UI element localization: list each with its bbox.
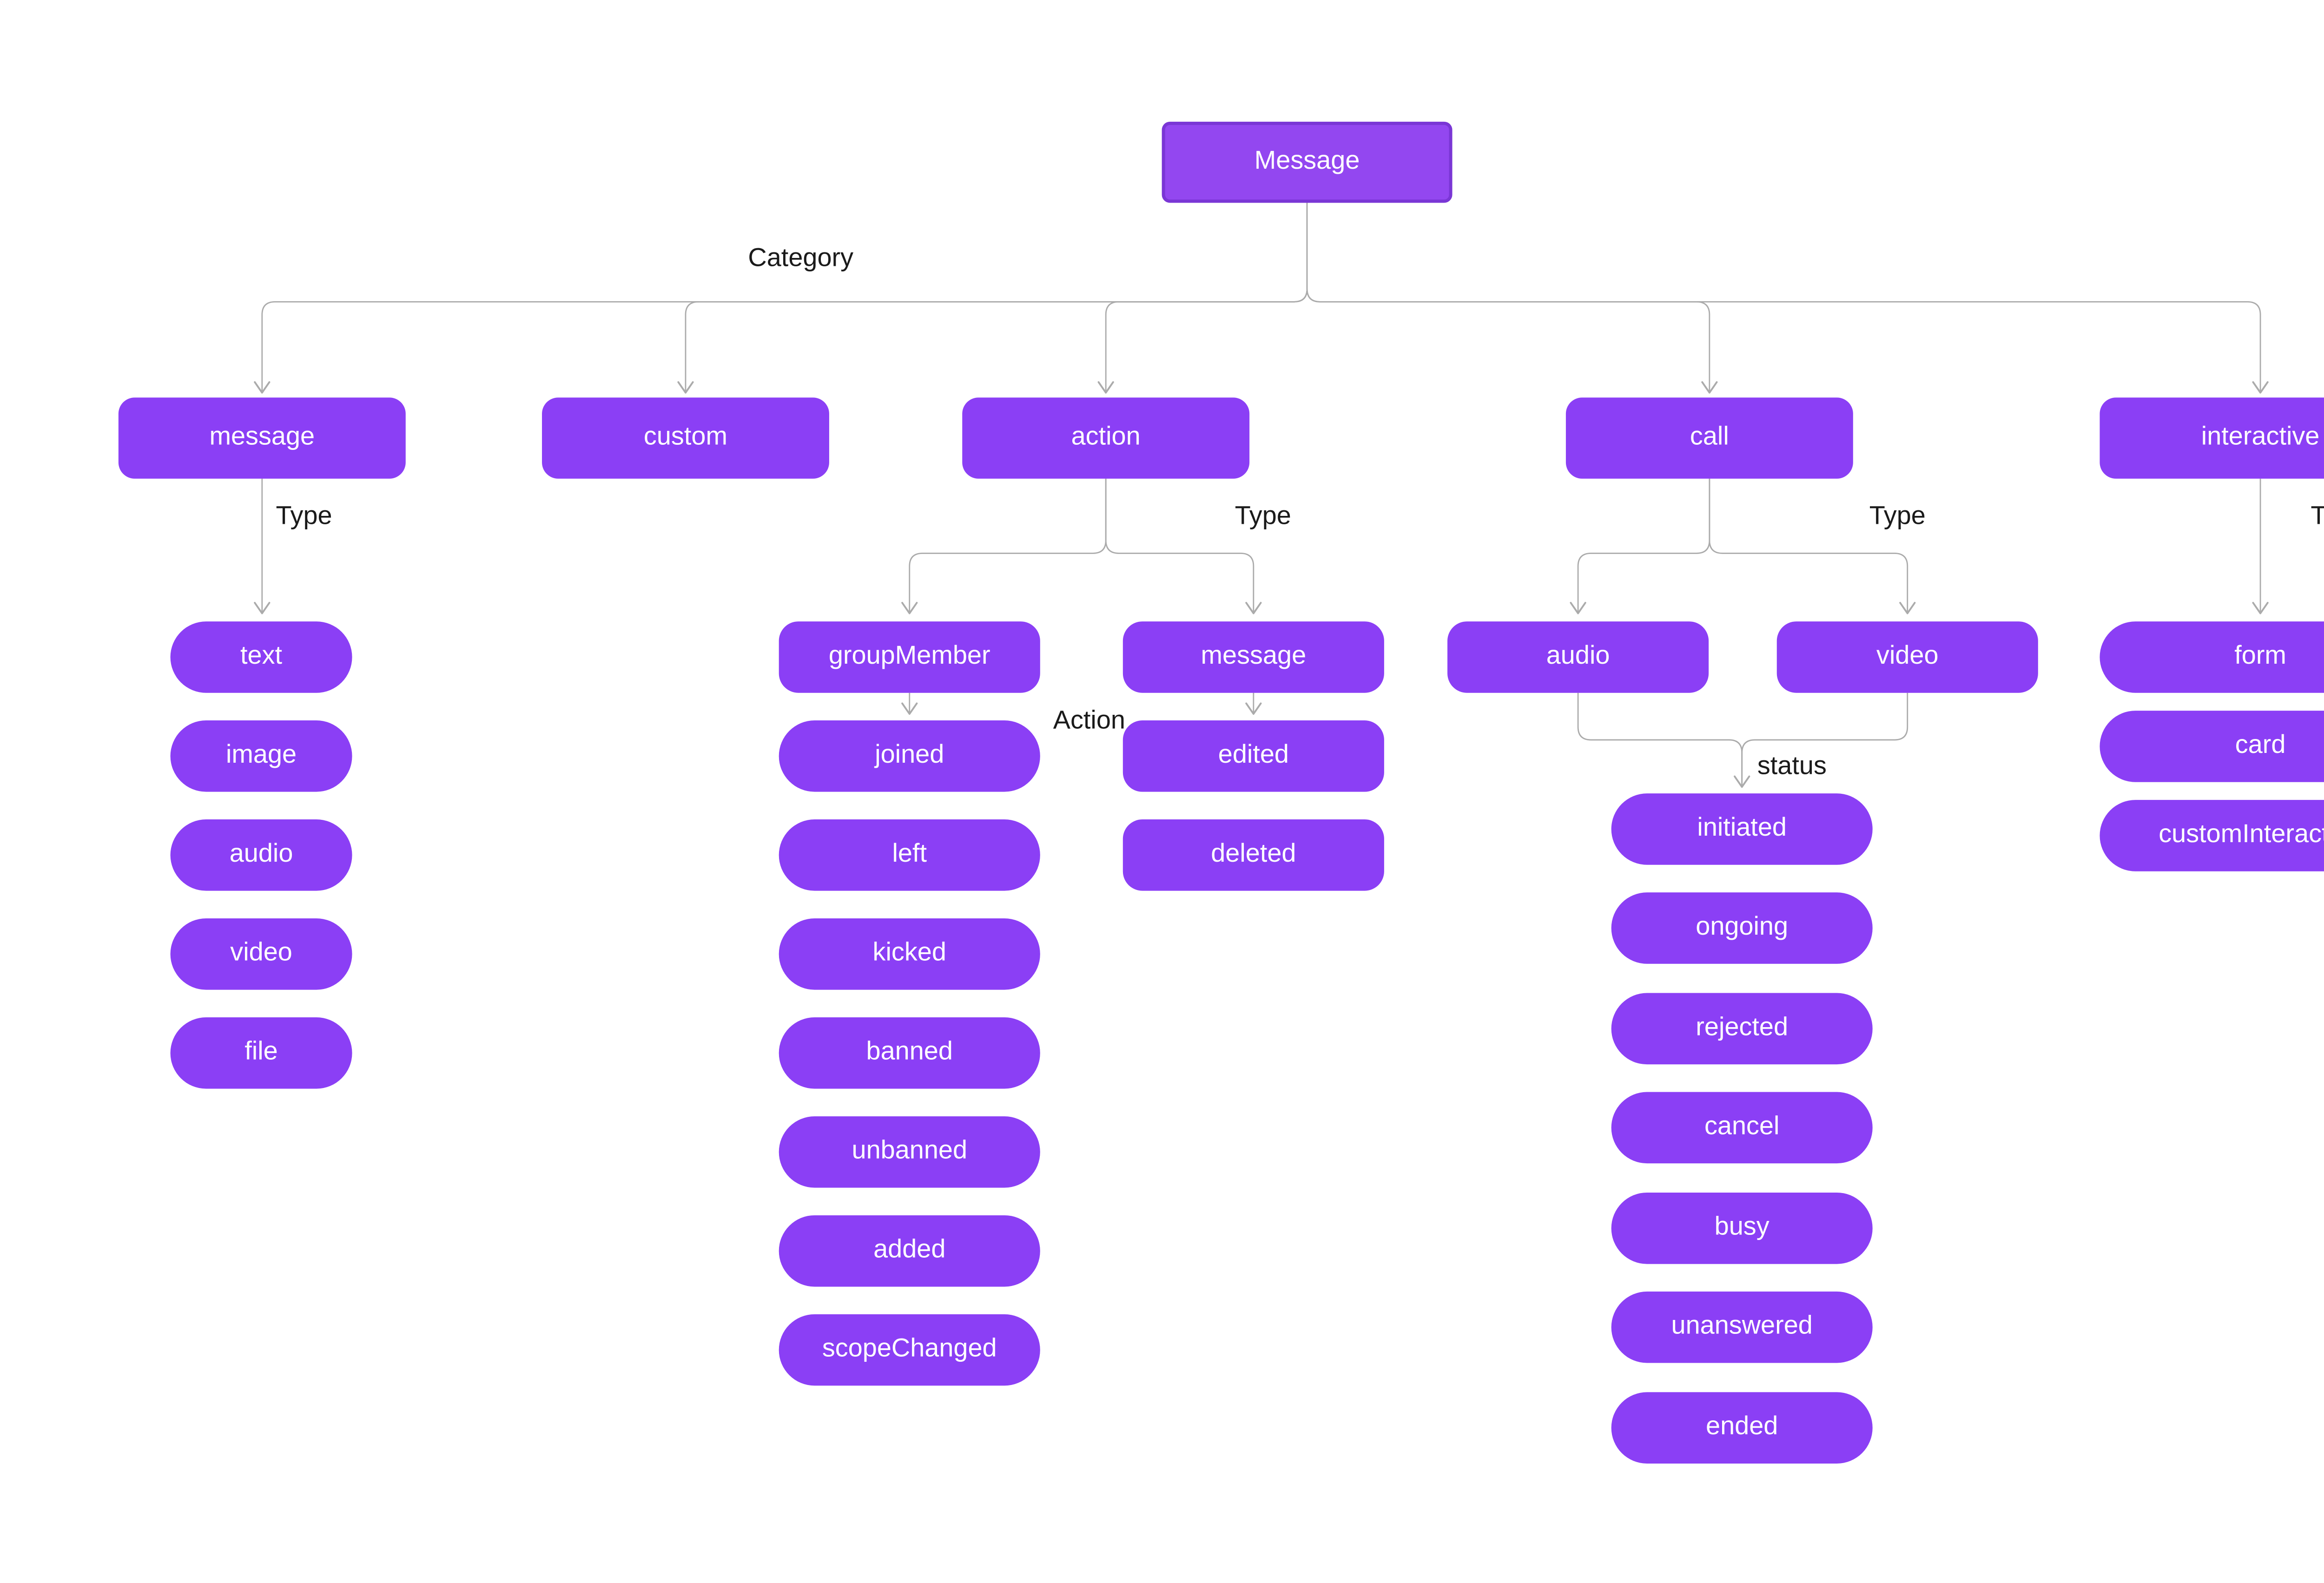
node-call: call xyxy=(1565,397,1853,479)
edge-label-type-action: Type xyxy=(1235,503,1291,531)
arrowhead-icon xyxy=(901,602,918,614)
node-ongoing: ongoing xyxy=(1611,892,1873,964)
edge-call-to-callAudio xyxy=(1577,478,1710,613)
node-actionMessage: message xyxy=(1122,621,1384,693)
arrowhead-icon xyxy=(254,381,271,394)
edge-root-to-message xyxy=(261,203,1308,393)
node-unbanned: unbanned xyxy=(779,1116,1040,1188)
node-callAudio: audio xyxy=(1447,621,1709,693)
node-file: file xyxy=(170,1017,352,1089)
node-ended: ended xyxy=(1611,1392,1873,1464)
node-edited: edited xyxy=(1122,720,1384,792)
arrowhead-icon xyxy=(677,381,694,394)
edge-callVideo-to-initiated xyxy=(1741,693,1908,787)
node-added: added xyxy=(779,1215,1040,1287)
arrowhead-icon xyxy=(1734,775,1750,788)
edge-root-to-interactive xyxy=(1306,203,2261,393)
edge-callAudio-to-initiated xyxy=(1577,693,1743,787)
arrowhead-icon xyxy=(2252,381,2269,394)
edge-label-type-message: Type xyxy=(276,503,332,531)
edge-label-status: status xyxy=(1757,752,1827,781)
arrowhead-icon xyxy=(1570,602,1586,614)
node-deleted: deleted xyxy=(1122,819,1384,891)
node-root: Message xyxy=(1162,121,1452,203)
node-rejected: rejected xyxy=(1611,993,1873,1065)
edge-action-to-groupMember xyxy=(909,478,1107,613)
arrowhead-icon xyxy=(254,602,271,614)
node-initiated: initiated xyxy=(1611,793,1873,865)
node-callVideo: video xyxy=(1776,621,2038,693)
edge-root-to-call xyxy=(1306,203,1710,393)
node-text: text xyxy=(170,621,352,693)
node-image: image xyxy=(170,720,352,792)
arrowhead-icon xyxy=(901,702,918,715)
node-card: card xyxy=(2100,711,2324,782)
node-groupMember: groupMember xyxy=(779,621,1040,693)
edge-action-to-actionMessage xyxy=(1105,478,1254,613)
edge-call-to-callVideo xyxy=(1709,478,1908,613)
node-action: action xyxy=(962,397,1250,479)
arrowhead-icon xyxy=(1899,602,1916,614)
node-unanswered: unanswered xyxy=(1611,1291,1873,1363)
arrowhead-icon xyxy=(1701,381,1718,394)
node-kicked: kicked xyxy=(779,918,1040,990)
node-joined: joined xyxy=(779,720,1040,792)
node-interactive: interactive xyxy=(2100,397,2324,479)
edge-label-category: Category xyxy=(748,245,854,273)
edge-root-to-action xyxy=(1105,203,1308,393)
node-message: message xyxy=(118,397,406,479)
node-customInteractive: customInteractive xyxy=(2100,800,2324,871)
node-banned: banned xyxy=(779,1017,1040,1089)
edge-label-action: Action xyxy=(1053,707,1125,735)
arrowhead-icon xyxy=(2252,602,2269,614)
node-form: form xyxy=(2100,621,2324,693)
edge-label-type-interactive: Type xyxy=(2311,503,2324,531)
node-video: video xyxy=(170,918,352,990)
arrowhead-icon xyxy=(1245,602,1262,614)
node-left: left xyxy=(779,819,1040,891)
node-scopeChanged: scopeChanged xyxy=(779,1314,1040,1386)
arrowhead-icon xyxy=(1245,702,1262,715)
arrowhead-icon xyxy=(1097,381,1114,394)
node-busy: busy xyxy=(1611,1192,1873,1264)
edge-label-type-call: Type xyxy=(1869,503,1926,531)
node-cancel: cancel xyxy=(1611,1092,1873,1164)
node-audio: audio xyxy=(170,819,352,891)
node-custom: custom xyxy=(542,397,829,479)
edge-root-to-custom xyxy=(685,203,1308,393)
